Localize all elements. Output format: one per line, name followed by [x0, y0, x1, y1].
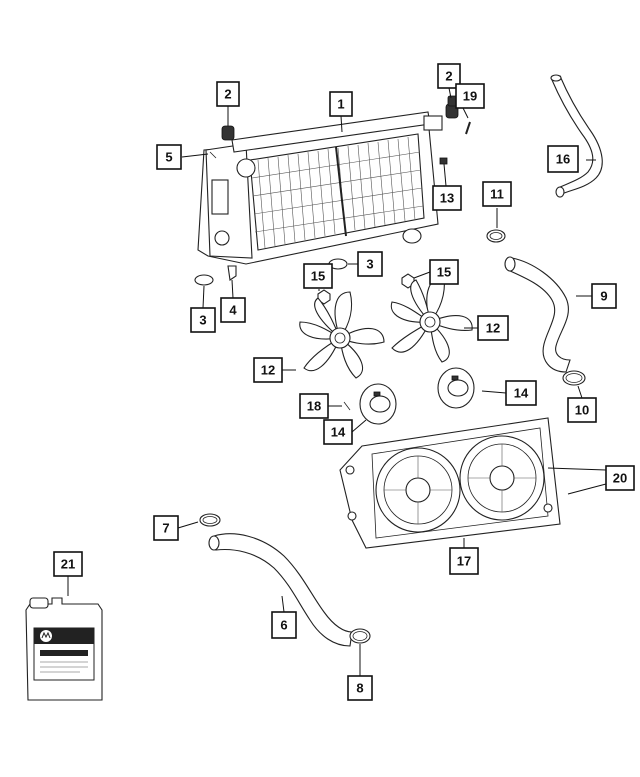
callout-14-right-label: 14 — [514, 386, 529, 401]
callout-12-left-label: 12 — [261, 363, 275, 378]
callout-11: 11 — [482, 181, 512, 207]
callout-15-left: 15 — [303, 263, 333, 289]
callout-21-label: 21 — [61, 557, 75, 572]
callout-20: 20 — [605, 465, 635, 491]
callout-14-right: 14 — [505, 380, 537, 406]
callout-5-label: 5 — [165, 150, 172, 165]
callout-10-label: 10 — [575, 403, 589, 418]
callout-4: 4 — [220, 297, 246, 323]
callout-15-left-label: 15 — [311, 269, 325, 284]
callout-6-label: 6 — [280, 618, 287, 633]
callout-2-right: 2 — [437, 63, 461, 89]
callout-1-label: 1 — [337, 97, 344, 112]
callout-19-label: 19 — [463, 89, 477, 104]
leader-lines — [67, 87, 607, 676]
fan-shroud-illustration — [339, 417, 561, 549]
callout-13: 13 — [432, 185, 462, 211]
callout-5: 5 — [156, 144, 182, 170]
callout-3-bottom-label: 3 — [199, 313, 206, 328]
callout-12-right-label: 12 — [486, 321, 500, 336]
hose-clamps-lower — [199, 513, 371, 644]
callout-6: 6 — [271, 611, 297, 639]
callout-16: 16 — [547, 145, 579, 173]
callout-4-label: 4 — [229, 303, 237, 318]
fan-right-illustration — [390, 277, 473, 363]
callout-2-left: 2 — [216, 81, 240, 107]
hose-16-illustration — [550, 74, 603, 198]
callout-21: 21 — [53, 551, 83, 577]
callout-14-left: 14 — [323, 419, 353, 445]
coolant-jug-illustration — [25, 597, 103, 701]
callout-11-label: 11 — [490, 187, 504, 202]
callout-2-right-label: 2 — [445, 69, 452, 84]
callout-17-label: 17 — [457, 554, 471, 569]
callout-15-right: 15 — [429, 259, 459, 285]
hose-clamps-right — [486, 229, 586, 386]
radiator-illustration — [197, 103, 459, 265]
callout-9: 9 — [591, 283, 617, 309]
callout-7: 7 — [153, 515, 179, 541]
callout-18: 18 — [299, 393, 329, 419]
callout-13-label: 13 — [440, 191, 454, 206]
callout-3-top-label: 3 — [366, 257, 373, 272]
callout-1: 1 — [329, 91, 353, 117]
callout-12-right: 12 — [477, 315, 509, 341]
callout-16-label: 16 — [556, 152, 570, 167]
callout-14-left-label: 14 — [331, 425, 346, 440]
callout-2-left-label: 2 — [224, 87, 231, 102]
callout-12-left: 12 — [253, 357, 283, 383]
fan-left-illustration — [299, 291, 385, 379]
callout-3-bottom: 3 — [190, 307, 216, 333]
callout-18-label: 18 — [307, 399, 321, 414]
callout-15-right-label: 15 — [437, 265, 451, 280]
callout-8: 8 — [347, 675, 373, 701]
callout-19: 19 — [455, 83, 485, 109]
hose-9-illustration — [504, 256, 571, 373]
callout-8-label: 8 — [356, 681, 363, 696]
callout-10: 10 — [567, 397, 597, 423]
callout-17: 17 — [449, 547, 479, 575]
callout-7-label: 7 — [162, 521, 169, 536]
callout-20-label: 20 — [613, 471, 627, 486]
fan-motors-illustration — [359, 367, 475, 425]
callout-3-top: 3 — [357, 251, 383, 277]
callout-9-label: 9 — [600, 289, 607, 304]
